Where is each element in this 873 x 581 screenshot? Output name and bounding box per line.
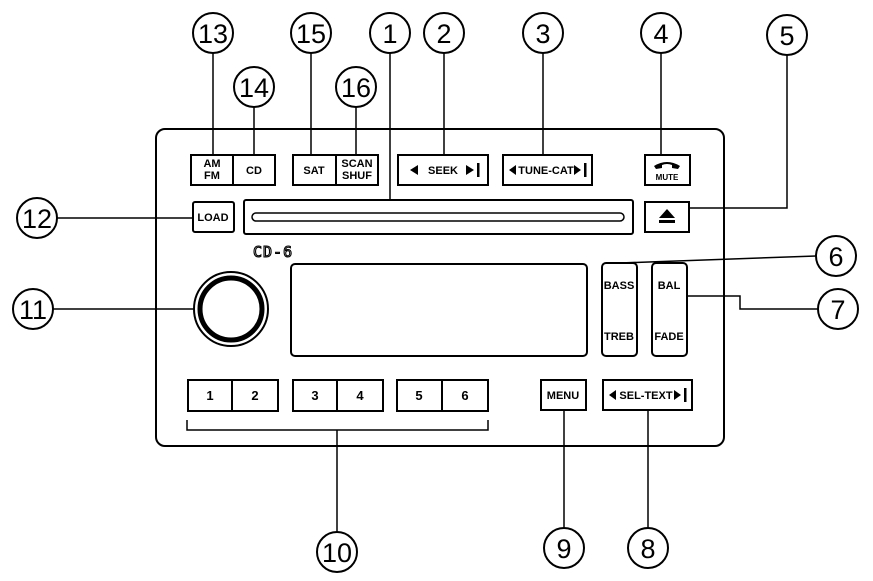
cd-label: CD <box>246 165 262 177</box>
seek-forward-arrow-icon <box>466 165 474 175</box>
model-logo: CD-6 <box>253 243 293 261</box>
svg-text:5: 5 <box>779 21 794 51</box>
callout-2: 2 <box>423 12 465 54</box>
svg-text:11: 11 <box>19 295 47 325</box>
callout-13: 13 <box>192 12 234 54</box>
callout-10: 10 <box>316 531 358 573</box>
callout-6: 6 <box>815 235 857 277</box>
preset-button-3[interactable]: 3 <box>292 379 338 412</box>
volume-knob[interactable] <box>193 271 269 347</box>
display-screen <box>290 263 588 357</box>
preset-button-1[interactable]: 1 <box>187 379 233 412</box>
svg-text:15: 15 <box>296 19 326 49</box>
svg-text:7: 7 <box>830 295 845 325</box>
preset-buttons: 1 2 3 4 5 6 <box>187 379 489 412</box>
mute-label: MUTE <box>656 173 679 182</box>
preset-3-label: 3 <box>311 388 318 403</box>
callout-15: 15 <box>290 12 332 54</box>
shuf-label: SHUF <box>342 170 372 182</box>
sel-forward-arrow-icon <box>674 390 681 400</box>
sel-text-button[interactable]: SEL-TEXT <box>602 379 693 411</box>
menu-button[interactable]: MENU <box>540 379 587 411</box>
svg-text:2: 2 <box>436 19 451 49</box>
fade-label: FADE <box>654 331 683 343</box>
preset-button-5[interactable]: 5 <box>396 379 443 412</box>
callout-3: 3 <box>522 12 564 54</box>
am-fm-button[interactable]: AM FM <box>190 154 234 186</box>
fm-label: FM <box>204 170 220 182</box>
preset-2-label: 2 <box>251 388 258 403</box>
svg-text:10: 10 <box>322 538 352 568</box>
seek-back-arrow-icon <box>410 165 418 175</box>
seek-label: SEEK <box>428 165 458 177</box>
preset-5-label: 5 <box>415 388 422 403</box>
callout-11: 11 <box>12 288 54 330</box>
seek-button[interactable]: SEEK <box>397 154 489 186</box>
preset-6-label: 6 <box>461 388 468 403</box>
tune-forward-arrow-icon <box>574 165 581 175</box>
load-button[interactable]: LOAD <box>192 201 235 233</box>
svg-text:14: 14 <box>239 73 269 103</box>
eject-icon <box>659 209 675 218</box>
leader-lines <box>53 48 818 532</box>
svg-text:12: 12 <box>22 204 52 234</box>
callout-7: 7 <box>817 288 859 330</box>
menu-label: MENU <box>547 390 579 402</box>
phone-icon <box>654 162 680 169</box>
svg-text:8: 8 <box>640 534 655 564</box>
scan-label: SCAN <box>341 158 372 170</box>
preset-button-4[interactable]: 4 <box>336 379 384 412</box>
callout-9: 9 <box>543 527 585 569</box>
cd-slot <box>243 199 634 235</box>
sel-text-label: SEL-TEXT <box>619 390 672 402</box>
bass-treb-rocker[interactable]: BASS TREB <box>601 262 638 357</box>
callout-14: 14 <box>233 66 275 108</box>
callout-1: 1 <box>369 12 411 54</box>
mute-button[interactable]: MUTE <box>644 154 691 186</box>
callout-16: 16 <box>335 66 377 108</box>
callout-4: 4 <box>640 12 682 54</box>
am-label: AM <box>203 158 220 170</box>
svg-text:4: 4 <box>653 19 668 49</box>
svg-text:16: 16 <box>341 73 371 103</box>
svg-text:3: 3 <box>535 19 550 49</box>
preset-button-2[interactable]: 2 <box>231 379 279 412</box>
tune-cat-label: TUNE-CAT <box>518 165 574 177</box>
tune-cat-button[interactable]: TUNE-CAT <box>502 154 593 186</box>
load-label: LOAD <box>197 212 228 224</box>
bal-label: BAL <box>658 280 681 292</box>
sat-button[interactable]: SAT <box>292 154 337 186</box>
preset-1-label: 1 <box>206 388 213 403</box>
svg-text:6: 6 <box>828 242 843 272</box>
sel-back-arrow-icon <box>609 390 616 400</box>
preset-button-6[interactable]: 6 <box>441 379 489 412</box>
eject-button[interactable] <box>644 201 690 233</box>
scan-shuf-button[interactable]: SCAN SHUF <box>335 154 379 186</box>
callout-8: 8 <box>627 527 669 569</box>
svg-text:9: 9 <box>556 534 571 564</box>
callout-5: 5 <box>766 14 808 56</box>
preset-4-label: 4 <box>356 388 364 403</box>
callout-12: 12 <box>16 197 58 239</box>
callout-circles: 13 14 15 16 1 2 3 4 5 12 6 11 7 10 9 8 <box>12 12 859 573</box>
sat-label: SAT <box>303 165 324 177</box>
cd-button[interactable]: CD <box>232 154 276 186</box>
svg-text:13: 13 <box>198 19 228 49</box>
svg-text:1: 1 <box>382 19 397 49</box>
treb-label: TREB <box>604 331 634 343</box>
bass-label: BASS <box>604 280 635 292</box>
bal-fade-rocker[interactable]: BAL FADE <box>651 262 688 357</box>
tune-back-arrow-icon <box>509 165 516 175</box>
